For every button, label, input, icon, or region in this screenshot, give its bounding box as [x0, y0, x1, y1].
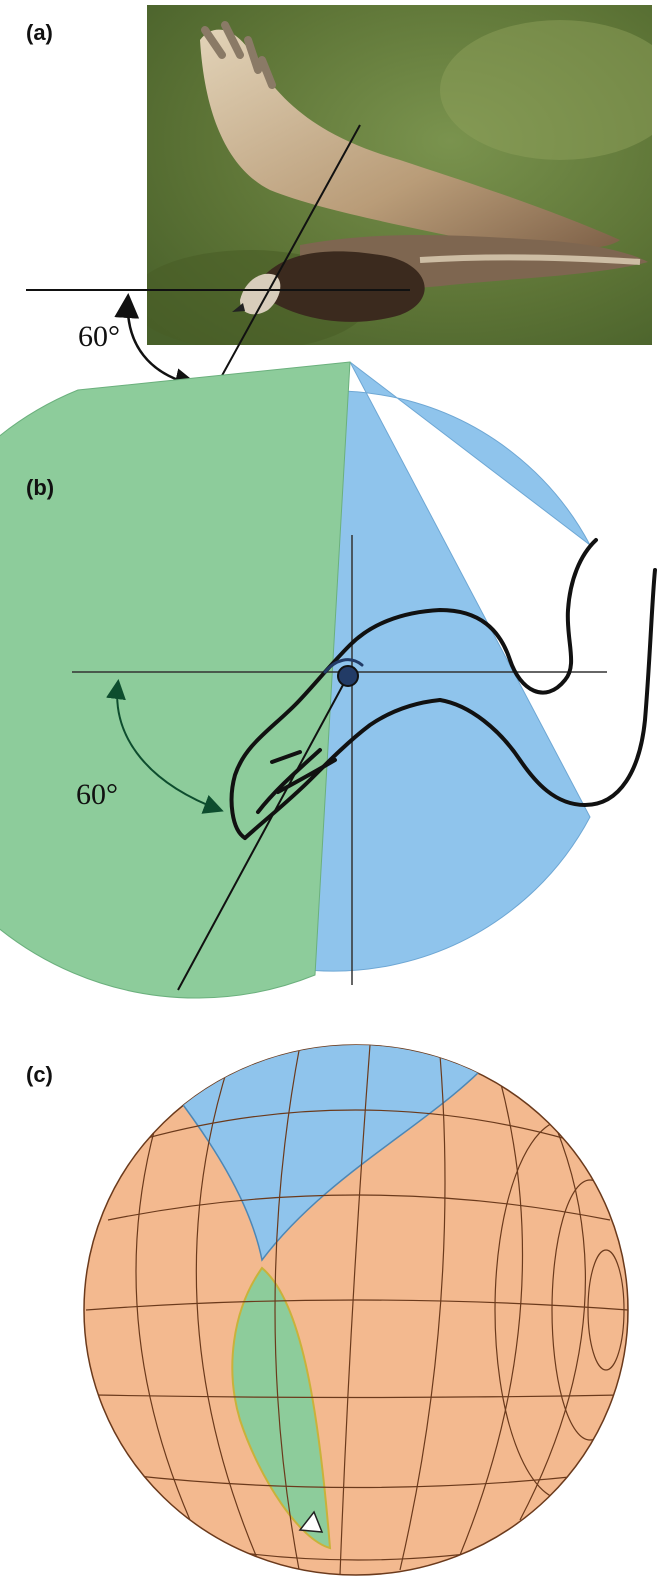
panel-b [0, 361, 657, 999]
angle-label-b: 60° [76, 778, 118, 811]
binocular-field-green [0, 361, 351, 999]
panel-a [26, 5, 652, 471]
binocular-region-green [231, 1266, 332, 1550]
panel-c [83, 1044, 629, 1576]
vulture-photo [147, 5, 652, 345]
bill-tip-marker [298, 1510, 324, 1533]
angle-label-a: 60° [78, 320, 120, 353]
panel-label-c: (c) [26, 1062, 53, 1087]
panel-label-a: (a) [26, 20, 53, 45]
vulture-head-sketch [229, 538, 657, 840]
angle-arrow-b [106, 679, 224, 814]
panel-label-b: (b) [26, 475, 55, 500]
bill-axis-line [177, 671, 351, 991]
